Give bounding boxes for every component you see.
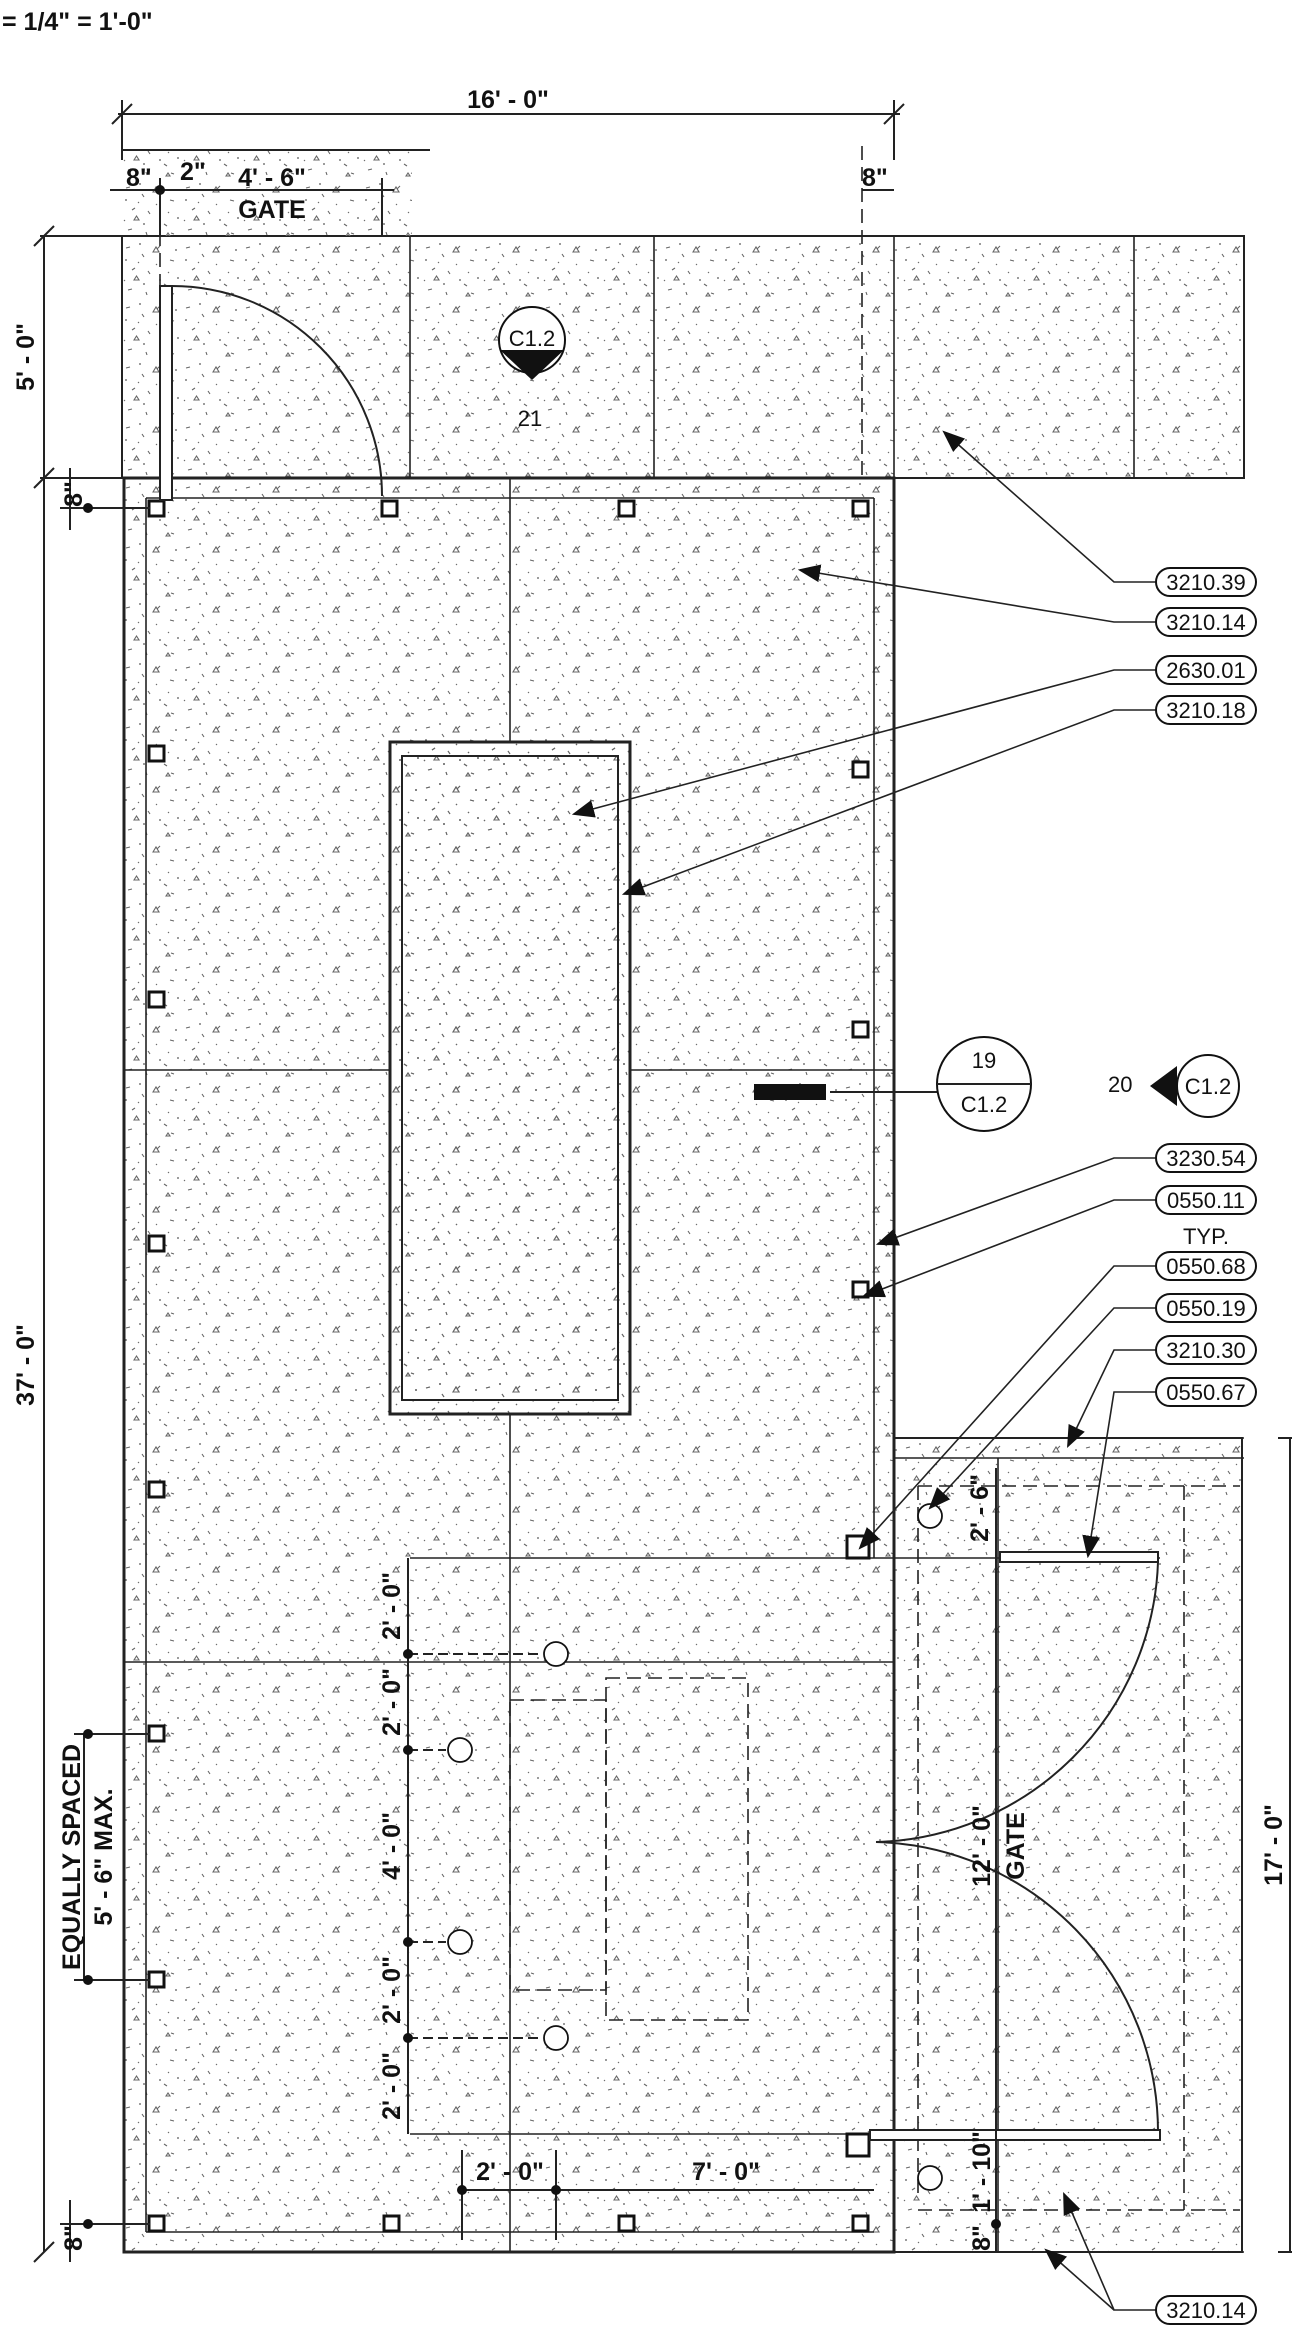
left-small-offset-label: 8" <box>60 481 88 507</box>
keynote-leaders <box>571 430 1158 2311</box>
keynote-text: 2630.01 <box>1166 658 1246 683</box>
post <box>851 1020 870 1039</box>
v4-label: 2' - 0" <box>378 1956 406 2024</box>
keynote-tag <box>1155 1377 1257 1407</box>
top-gate-swing <box>171 285 383 497</box>
right-gate-leaf-top <box>999 1551 1159 1563</box>
post <box>851 2214 870 2233</box>
h1-label: 2' - 0" <box>476 2158 544 2186</box>
keynote-text: 3210.39 <box>1166 570 1246 595</box>
section-mark-right-num: 20 <box>1108 1072 1132 1097</box>
post <box>147 499 166 518</box>
keynote-text: 0550.68 <box>1166 1254 1246 1279</box>
post <box>845 1534 871 1560</box>
right-gate-swing-bottom <box>875 1841 1159 2133</box>
keynote-tag <box>1155 655 1257 685</box>
right-gate-swing-top <box>875 1561 1159 1843</box>
keynote-tags: 3210.39 3210.14 2630.01 3210.18 3230.54 … <box>1155 567 1257 2325</box>
post <box>147 744 166 763</box>
joint-lines <box>124 236 1244 2253</box>
keynote-tag <box>1155 1251 1257 1281</box>
slab-areas <box>121 150 1245 2254</box>
gate-right-8in-label: 8" <box>968 2225 996 2251</box>
keynote-text: 3210.30 <box>1166 1338 1246 1363</box>
keynote-text: 0550.11 <box>1167 1188 1245 1213</box>
section-mark-mid: 19 C1.2 <box>830 1036 1032 1132</box>
equally-spaced-label: EQUALLY SPACED <box>58 1744 86 1970</box>
gate-top-width-label: 4' - 6" <box>238 164 306 192</box>
gate-right-bottom-label: 1' - 10" <box>968 2131 996 2213</box>
gate-right-offset-label: 2' - 6" <box>966 1474 994 1542</box>
post <box>845 2132 871 2158</box>
gate-strip-slab <box>122 150 412 236</box>
post <box>147 990 166 1009</box>
v5-label: 2' - 0" <box>378 2052 406 2120</box>
dimension-dots <box>83 185 1001 2229</box>
equipment-bar <box>754 1084 826 1100</box>
keynote-tag <box>1155 567 1257 597</box>
section-mark-top-num: 21 <box>518 406 542 431</box>
dimension-labels: 16' - 0" 8" 2" 4' - 6" GATE 8" 5' - 0" 8… <box>12 86 1288 2251</box>
keynote-tag <box>1155 695 1257 725</box>
post <box>147 1234 166 1253</box>
keynote-tag <box>1155 1185 1257 1215</box>
gate-right-width-label: 12' - 0" <box>968 1805 996 1887</box>
post <box>147 1724 166 1743</box>
v3-label: 4' - 0" <box>378 1812 406 1880</box>
overall-width-label: 16' - 0" <box>467 86 549 114</box>
section-mark-mid-num: 19 <box>972 1048 996 1073</box>
post <box>851 760 870 779</box>
gate-top-label: GATE <box>238 196 306 224</box>
keynote-text: 3230.54 <box>1166 1146 1246 1171</box>
keynote-suffix: TYP. <box>1183 1224 1229 1249</box>
right-height-label: 17' - 0" <box>1260 1804 1288 1886</box>
upper-slab <box>121 235 1245 479</box>
keynote-tag <box>1155 2295 1257 2325</box>
keynote-text: 3210.14 <box>1166 610 1246 635</box>
keynote-tag <box>1155 1293 1257 1323</box>
section-mark-mid-ref: C1.2 <box>961 1092 1007 1117</box>
left-upper-height-label: 5' - 0" <box>12 323 40 391</box>
keynote-text: 0550.67 <box>1166 1380 1246 1405</box>
v1-label: 2' - 0" <box>378 1572 406 1640</box>
bollards <box>447 1503 943 2191</box>
post <box>147 1970 166 1989</box>
post <box>851 499 870 518</box>
keynote-text: 0550.19 <box>1166 1296 1246 1321</box>
keynote-tag <box>1155 607 1257 637</box>
post <box>380 499 399 518</box>
top-gate-leaf <box>159 285 173 501</box>
inner-rect <box>388 740 632 1416</box>
v2-label: 2' - 0" <box>378 1668 406 1736</box>
keynote-text: 3210.14 <box>1166 2298 1246 2323</box>
top-offset-2in-label: 2" <box>180 158 206 186</box>
scale-note: = 1/4" = 1'-0" <box>2 8 153 36</box>
post <box>617 499 636 518</box>
section-mark-top: C1.2 21 <box>498 306 566 431</box>
right-gate-leaf-bottom <box>869 2129 1161 2141</box>
gate-right-label: GATE <box>1002 1812 1030 1880</box>
h2-label: 7' - 0" <box>692 2158 760 2186</box>
equally-spaced-max-label: 5' - 6" MAX. <box>90 1788 118 1925</box>
post <box>382 2214 401 2233</box>
top-offset-left-label: 8" <box>126 164 152 192</box>
post <box>147 2214 166 2233</box>
keynote-tag <box>1155 1335 1257 1365</box>
left-bottom-offset-label: 8" <box>60 2225 88 2251</box>
top-offset-right-label: 8" <box>862 164 888 192</box>
keynote-tag <box>1155 1143 1257 1173</box>
section-mark-top-ref: C1.2 <box>509 326 555 351</box>
keynote-text: 3210.18 <box>1166 698 1246 723</box>
section-mark-right: 20 C1.2 <box>1108 1054 1240 1118</box>
section-mark-right-ref: C1.2 <box>1185 1074 1231 1099</box>
post <box>147 1480 166 1499</box>
gates <box>159 285 1161 2141</box>
post <box>617 2214 636 2233</box>
inner-rect-inside <box>401 755 619 1401</box>
left-main-height-label: 37' - 0" <box>12 1324 40 1406</box>
